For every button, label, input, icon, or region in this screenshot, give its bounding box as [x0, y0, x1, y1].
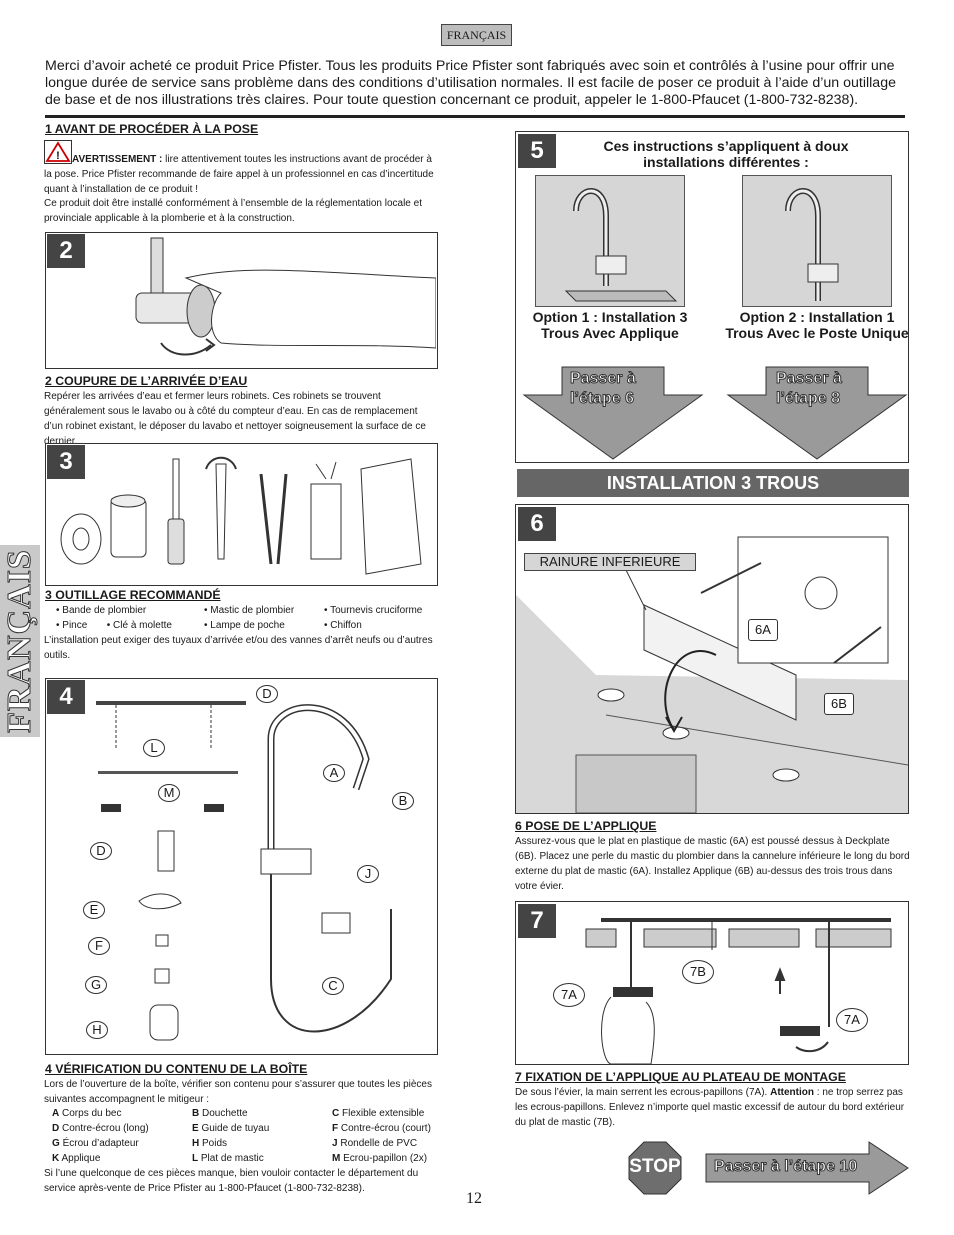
go-step-10-label: Passer à l’étape 10 — [714, 1158, 858, 1176]
tool-item: • Bande de plombier — [56, 605, 147, 616]
box-contents-illustration — [96, 701, 392, 1041]
faucet-single-hole-icon — [785, 188, 839, 301]
part-label-a: A — [323, 764, 345, 782]
tool-item: • Chiffon — [324, 620, 362, 631]
section-1-title: 1 AVANT DE PROCÉDER À LA POSE — [45, 122, 259, 136]
part-label-j: J — [357, 865, 379, 883]
tool-item: • Lampe de poche — [204, 620, 285, 631]
intro-paragraph: Merci d’avoir acheté ce produit Price Pf… — [45, 58, 896, 108]
callout-7b: 7B — [682, 960, 714, 984]
part-item: G Écrou d’adapteur — [52, 1138, 139, 1149]
callout-6a: 6A — [748, 619, 778, 641]
step-3-figure: 3 — [45, 443, 438, 586]
part-label-e: E — [83, 901, 105, 919]
part-label-d: D — [256, 685, 278, 703]
part-item: F Contre-écrou (court) — [332, 1123, 431, 1134]
step-4-figure: 4 D L M D E F G H A B J C — [45, 678, 438, 1055]
tool-item: • Pince • Clé à molette — [56, 620, 172, 631]
go-step-8-label: Passer à l’étape 8 — [776, 370, 843, 408]
tool-item: • Tournevis cruciforme — [324, 605, 423, 616]
step-7-figure: 7 7B 7A 7A — [515, 901, 909, 1065]
stop-sign-icon: STOP — [628, 1141, 682, 1195]
section-6-title: 6 POSE DE L’APPLIQUE — [515, 819, 657, 833]
callout-7a-left: 7A — [553, 983, 585, 1007]
part-label-g: G — [85, 976, 107, 994]
part-label-f: F — [88, 937, 110, 955]
side-tab-label: FRANÇAIS — [1, 549, 39, 734]
warning-icon: ! — [44, 140, 72, 169]
step-5-figure: 5 Ces instructions s’appliquent à doux i… — [515, 131, 909, 463]
section-7-title: 7 FIXATION DE L’APPLIQUE AU PLATEAU DE M… — [515, 1070, 846, 1084]
parts-list: A Corps du bec B Douchette C Flexible ex… — [52, 1106, 438, 1166]
step-2-badge: 2 — [47, 234, 85, 268]
go-step-10-arrow[interactable]: Passer à l’étape 10 — [704, 1141, 910, 1195]
section-2-title: 2 COUPURE DE L’ARRIVÉE D’EAU — [45, 374, 248, 388]
section-4-text: Lors de l’ouverture de la boîte, vérifie… — [44, 1079, 432, 1105]
part-item: K Applique — [52, 1153, 101, 1164]
part-item: B Douchette — [192, 1108, 248, 1119]
svg-text:!: ! — [56, 150, 60, 162]
side-language-tab: FRANÇAIS — [0, 545, 40, 737]
option-2-image — [742, 175, 892, 307]
option-1-label: Option 1 : Installation 3 Trous Avec App… — [532, 309, 688, 341]
deckplate-install-illustration — [516, 536, 908, 813]
part-item: J Rondelle de PVC — [332, 1138, 418, 1149]
part-label-l: L — [143, 739, 165, 757]
go-step-6-arrow[interactable]: Passer à l’étape 6 — [522, 365, 704, 461]
step-6-figure: 6 RAINURE INFERIEURE 6A 6B — [515, 504, 909, 814]
step-7-badge: 7 — [518, 904, 556, 938]
tool-item: • Mastic de plombier — [204, 605, 295, 616]
step-4-badge: 4 — [47, 680, 85, 714]
shutoff-valve-hand-illustration — [135, 237, 436, 356]
option-2-label: Option 2 : Installation 1 Trous Avec le … — [725, 309, 909, 341]
tools-illustration — [60, 456, 422, 575]
stop-label: STOP — [629, 1156, 681, 1177]
section-3-text: L’installation peut exiger des tuyaux d’… — [44, 635, 433, 661]
attention-label: Attention — [770, 1087, 814, 1098]
callout-6b: 6B — [824, 693, 854, 715]
callout-7a-right: 7A — [836, 1008, 868, 1032]
page-number: 12 — [466, 1190, 482, 1207]
section-1-note: Ce produit doit être installé conforméme… — [44, 198, 422, 224]
part-label-m: M — [158, 784, 180, 802]
step-2-figure: 2 — [45, 232, 438, 369]
step-6-badge: 6 — [518, 507, 556, 541]
part-item: A Corps du bec — [52, 1108, 122, 1119]
warning-text: lire attentivement toutes les instructio… — [44, 154, 434, 195]
installation-banner: INSTALLATION 3 TROUS — [517, 469, 909, 497]
section-4-title: 4 VÉRIFICATION DU CONTENU DE LA BOÎTE — [45, 1062, 308, 1076]
section-6-text: Assurez-vous que le plat en plastique de… — [515, 836, 910, 892]
section-7-text: De sous l’évier, la main serrent les ecr… — [515, 1087, 905, 1128]
go-step-6-label: Passer à l’étape 6 — [570, 370, 637, 408]
tools-list: • Bande de plombier • Mastic de plombier… — [56, 603, 436, 633]
part-label-h: H — [86, 1021, 108, 1039]
rainure-label: RAINURE INFERIEURE — [524, 553, 696, 571]
section-4-footer: Si l’une quelconque de ces pièces manque… — [44, 1168, 419, 1194]
faucet-with-deckplate-icon — [564, 188, 678, 302]
part-item: D Contre-écrou (long) — [52, 1123, 149, 1134]
part-item: E Guide de tuyau — [192, 1123, 270, 1134]
part-item: H Poids — [192, 1138, 228, 1149]
language-tag: FRANÇAIS — [441, 24, 512, 46]
part-label-b: B — [392, 792, 414, 810]
section-2-text: Repérer les arrivées d’eau et fermer leu… — [44, 391, 426, 447]
part-label-d2: D — [90, 842, 112, 860]
section-3-title: 3 OUTILLAGE RECOMMANDÉ — [45, 588, 221, 602]
part-label-c: C — [322, 977, 344, 995]
step-5-badge: 5 — [518, 134, 556, 168]
step-5-title: Ces instructions s’appliquent à doux ins… — [603, 138, 849, 170]
part-item: L Plat de mastic — [192, 1153, 264, 1164]
part-item: M Ecrou-papillon (2x) — [332, 1153, 428, 1164]
wing-nut-fastening-illustration — [585, 918, 892, 1064]
option-1-image — [535, 175, 685, 307]
part-item: C Flexible extensible — [332, 1108, 425, 1119]
header-rule — [45, 115, 905, 118]
go-step-8-arrow[interactable]: Passer à l’étape 8 — [726, 365, 908, 461]
section-1-warning: AVERTISSEMENT : lire attentivement toute… — [44, 152, 439, 197]
step-3-badge: 3 — [47, 445, 85, 479]
warning-label: AVERTISSEMENT : — [72, 154, 163, 165]
